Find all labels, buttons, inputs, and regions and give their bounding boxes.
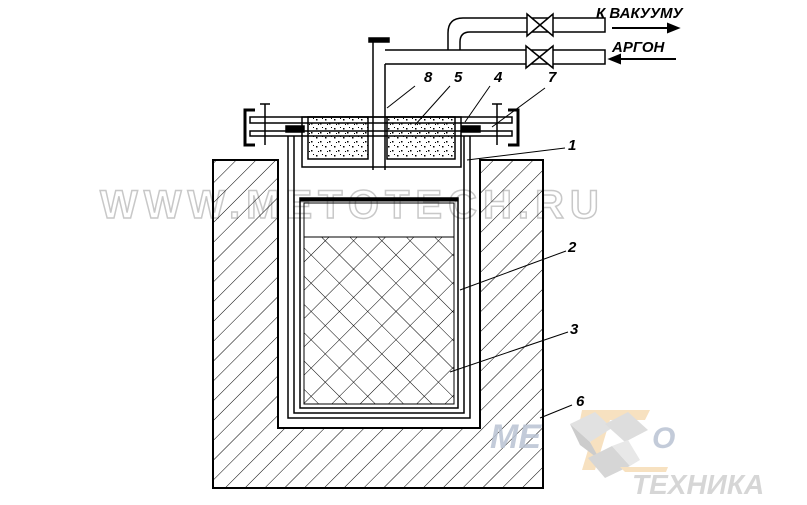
logo-text-o: О (652, 422, 675, 455)
logo-text-me: МЕ (490, 418, 542, 456)
charge (303, 236, 455, 405)
label-4: 4 (493, 69, 503, 86)
label-5: 5 (454, 69, 463, 86)
gas-tube (368, 17, 606, 170)
arrow-argon (607, 53, 676, 65)
label-2: 2 (567, 239, 577, 256)
valve-argon[interactable] (525, 44, 554, 70)
metotechnika-logo: МЕ О ТЕХНИКА (490, 410, 764, 500)
label-6: 6 (576, 393, 585, 410)
leader-lines (386, 85, 573, 419)
valve-vacuum[interactable] (526, 12, 554, 38)
label-7: 7 (548, 69, 557, 86)
label-8: 8 (424, 69, 433, 86)
label-3: 3 (570, 321, 579, 338)
label-vacuum: К ВАКУУМУ (596, 5, 685, 22)
filler-right (386, 116, 456, 160)
furnace-body (212, 159, 544, 489)
arrow-vacuum (612, 22, 681, 34)
label-argon: АРГОН (611, 39, 666, 56)
filler-left (307, 116, 369, 160)
retort (287, 128, 471, 419)
logo-text-technika: ТЕХНИКА (632, 469, 764, 500)
label-1: 1 (568, 137, 576, 154)
lid (243, 103, 520, 168)
